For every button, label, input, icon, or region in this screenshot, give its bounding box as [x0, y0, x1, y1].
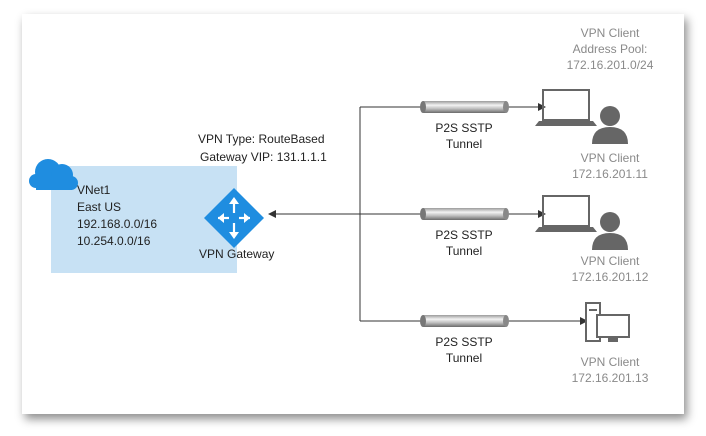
tunnel-3-icon — [420, 315, 509, 327]
diagram-frame: VNet1 East US 192.168.0.0/16 10.254.0.0/… — [22, 14, 684, 414]
desktop-pc-icon — [585, 302, 630, 342]
tunnel-2-label-2: Tunnel — [445, 244, 483, 258]
vpn-gateway-icon — [204, 188, 264, 248]
laptop-icon — [535, 195, 597, 232]
client-2-ip: 172.16.201.12 — [571, 270, 649, 284]
vnet-address-prefix-1: 192.168.0.0/16 — [77, 217, 158, 231]
cloud-icon — [29, 159, 78, 190]
user-icon — [592, 212, 628, 250]
pool-line-3: 172.16.201.0/24 — [566, 58, 654, 72]
pool-line-2: Address Pool: — [572, 42, 648, 56]
tunnel-3-label-2: Tunnel — [445, 351, 483, 365]
vnet-address-prefix-2: 10.254.0.0/16 — [77, 234, 151, 248]
arrowhead-3 — [580, 317, 588, 325]
client-3-ip: 172.16.201.13 — [571, 371, 649, 385]
diagram-canvas — [29, 89, 630, 342]
user-icon — [592, 106, 628, 144]
pool-line-1: VPN Client — [580, 26, 640, 40]
gateway-vpn-type: VPN Type: RouteBased — [198, 132, 325, 146]
vnet-name: VNet1 — [77, 183, 111, 197]
laptop-icon — [535, 89, 597, 126]
client-2-name: VPN Client — [580, 254, 640, 268]
client-1-ip: 172.16.201.11 — [572, 167, 648, 181]
tunnel-1-label-2: Tunnel — [445, 137, 483, 151]
tunnel-3-label-1: P2S SSTP — [435, 335, 493, 349]
tunnel-2-icon — [420, 208, 509, 220]
gateway-vip: Gateway VIP: 131.1.1.1 — [200, 150, 327, 164]
client-1-name: VPN Client — [580, 151, 640, 165]
tunnel-1-label-1: P2S SSTP — [435, 121, 493, 135]
tunnel-2-label-1: P2S SSTP — [435, 228, 493, 242]
client-3-name: VPN Client — [580, 355, 640, 369]
vnet-region: East US — [77, 200, 122, 214]
gateway-label: VPN Gateway — [199, 247, 275, 261]
tunnel-1-icon — [420, 101, 509, 113]
gateway-arrowhead — [268, 210, 276, 218]
